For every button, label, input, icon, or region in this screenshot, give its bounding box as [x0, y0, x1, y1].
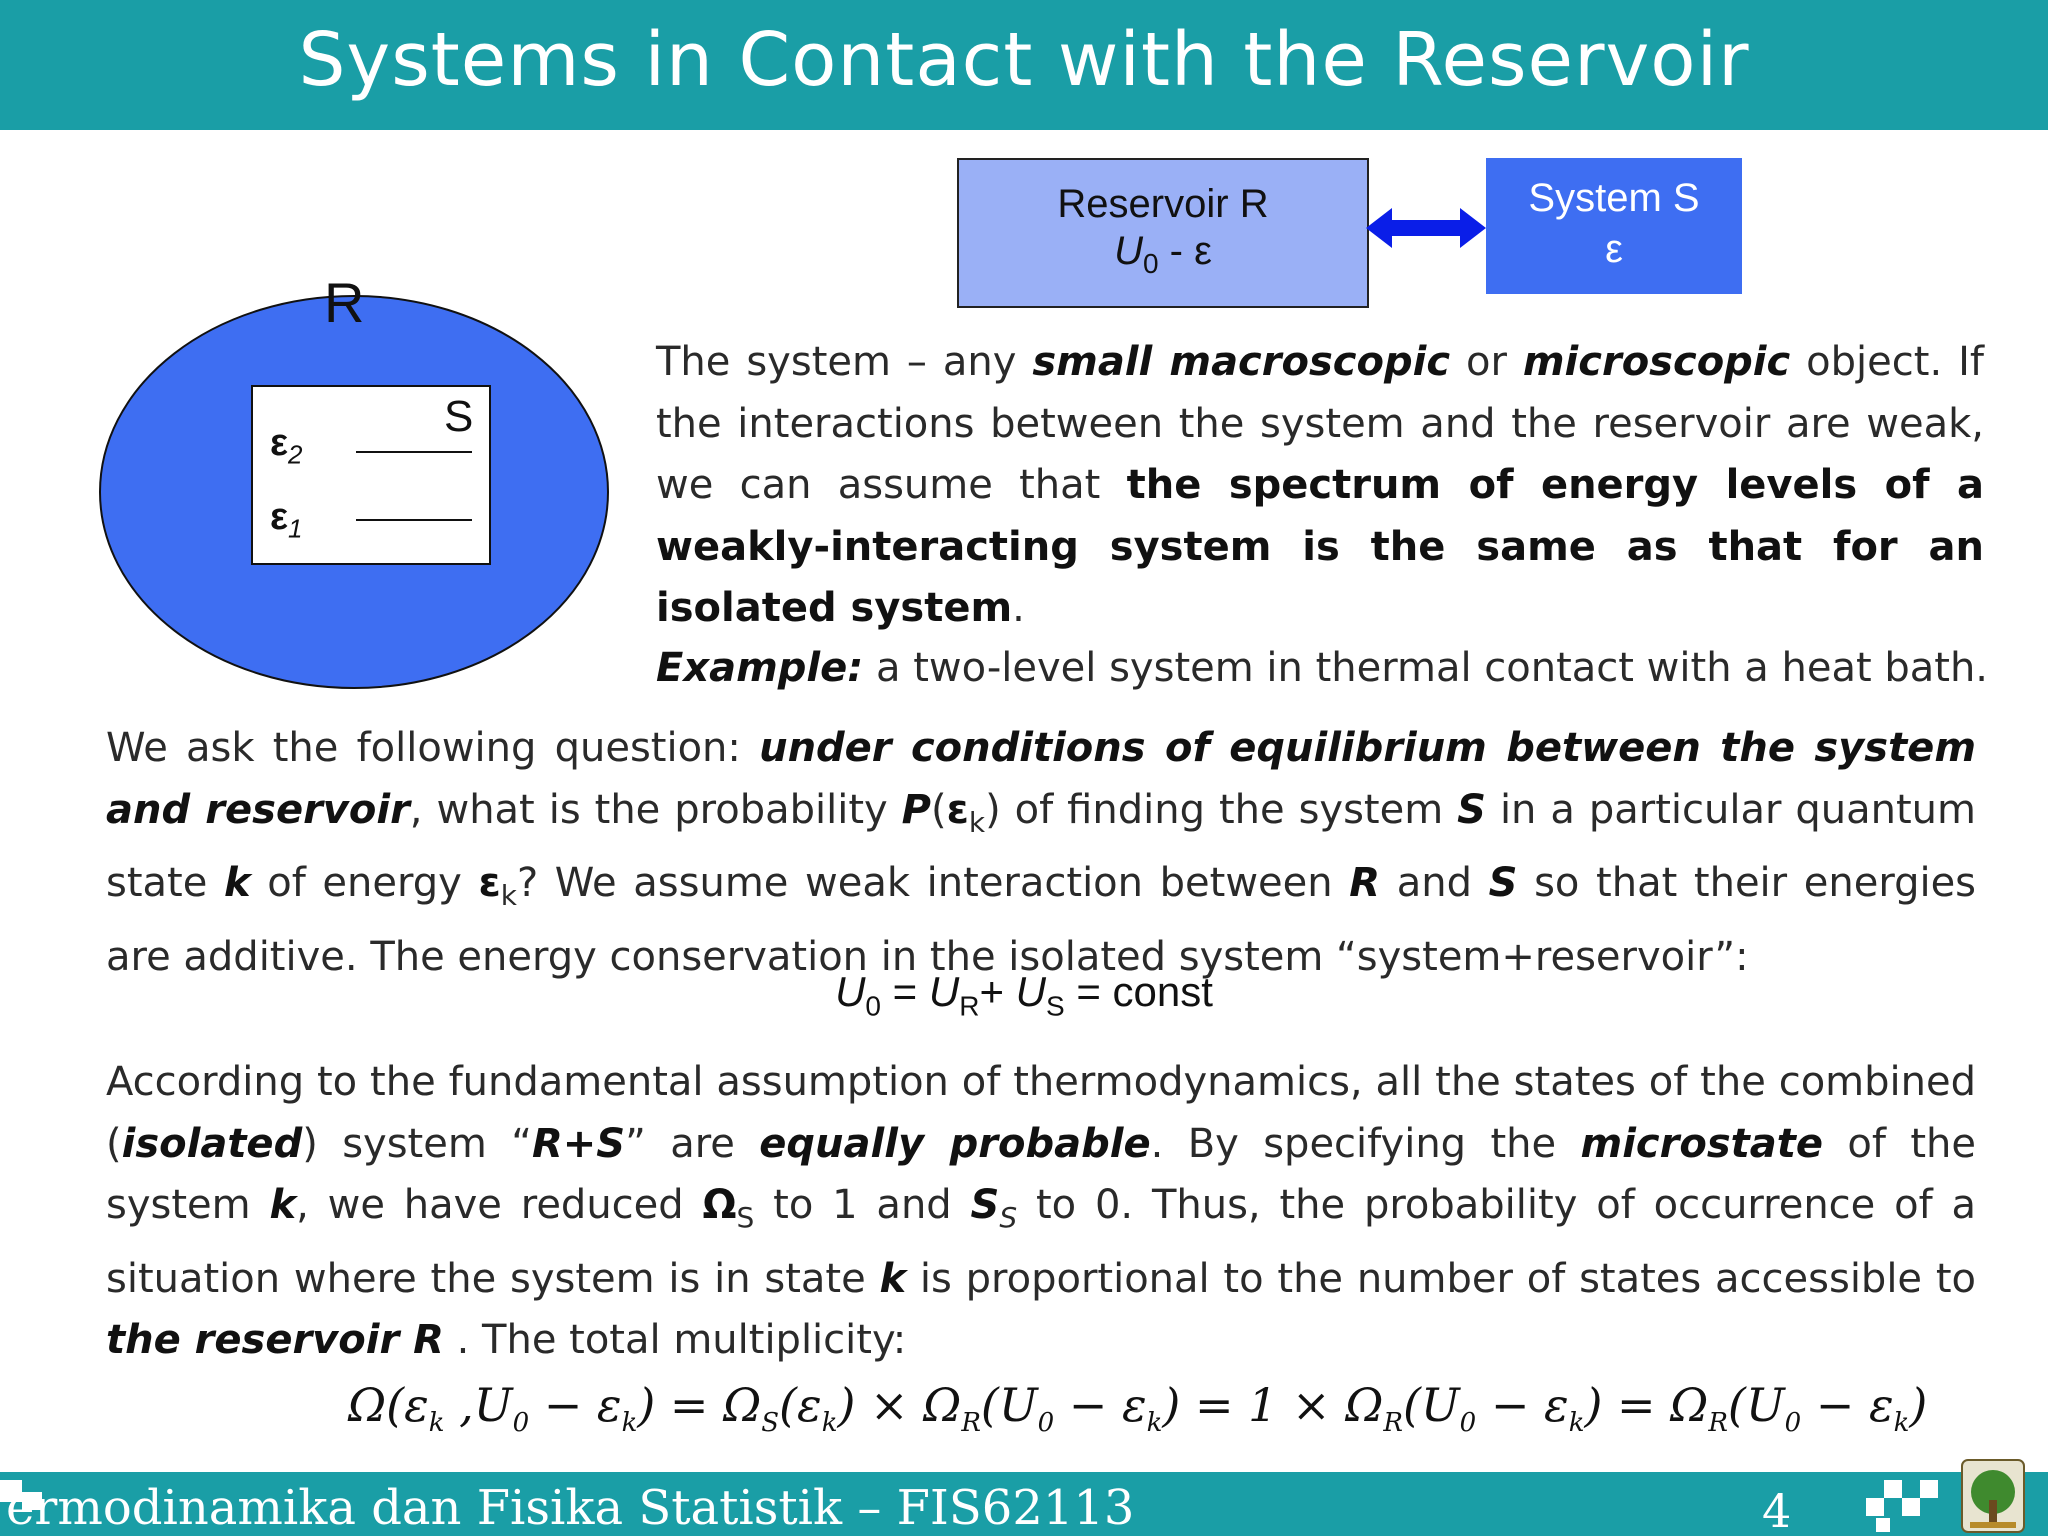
entropy-symbol: S	[970, 1182, 1000, 1228]
footer-square-2	[22, 1492, 42, 1510]
assump-emph-3: equally probable	[759, 1120, 1151, 1167]
intro-text-2: or	[1450, 339, 1523, 385]
example-label: Example:	[656, 645, 864, 691]
energy-level-2: ε2	[270, 422, 303, 471]
eq1-const: = const	[1064, 968, 1213, 1015]
probability-symbol: P	[901, 786, 931, 833]
assump-text-3: ” are	[625, 1120, 760, 1167]
deco-square-e	[1876, 1518, 1890, 1532]
epsilon-symbol-2: ε	[478, 860, 501, 906]
footer-square-1	[0, 1480, 22, 1502]
example-text: a two-level system in thermal contact wi…	[863, 645, 1989, 691]
double-arrow-icon	[1366, 208, 1486, 248]
assump-text-4: . By specifying the	[1150, 1120, 1581, 1167]
eq1-equals: =	[880, 968, 929, 1015]
system-symbol: S	[1457, 786, 1486, 833]
question-text-7: ? We assume weak interaction between	[516, 860, 1350, 906]
system-box-title: System S	[1528, 176, 1700, 220]
question-text-6: of energy	[250, 860, 479, 906]
level2-symbol: ε	[270, 422, 289, 464]
slide-title: Systems in Contact with the Reservoir	[298, 17, 1750, 103]
question-text-1: We ask the following question:	[106, 725, 760, 771]
reservoir-box-energy: U0 - ε	[959, 229, 1367, 280]
reservoir-U-sub: 0	[1142, 248, 1159, 279]
intro-emph-3: the spectrum of energy levels of a weakl…	[656, 462, 1984, 631]
level1-subscript: 1	[288, 513, 303, 544]
epsilon-symbol: ε	[946, 786, 969, 833]
deco-square-c	[1902, 1498, 1920, 1516]
page-number: 4	[1762, 1484, 1792, 1538]
footer-bar	[0, 1472, 2048, 1536]
example-line: Example: a two-level system in thermal c…	[656, 638, 1996, 700]
system-label: S	[444, 392, 474, 441]
question-paragraph: We ask the following question: under con…	[106, 718, 1976, 988]
reservoir-box-title: Reservoir R	[1057, 182, 1269, 226]
level1-symbol: ε	[270, 496, 289, 538]
k-subscript: k	[968, 805, 986, 839]
assump-text-2: ) system “	[302, 1120, 532, 1167]
question-emph-1: under conditions of equilibrium between …	[106, 725, 1976, 833]
deco-square-a	[1866, 1498, 1884, 1516]
omega-symbol: Ω	[702, 1182, 737, 1228]
reservoir-diagram	[99, 295, 609, 689]
eq1-sub-S: S	[1045, 990, 1065, 1022]
intro-text-3: object. If the interactions between the …	[656, 339, 1984, 508]
k-subscript-2: k	[500, 879, 517, 912]
assump-text-6: , we have reduced	[296, 1182, 703, 1228]
question-text-4: ) of finding the system	[985, 786, 1458, 833]
deco-square-d	[1920, 1480, 1938, 1498]
eq1-sub-R: R	[959, 990, 980, 1022]
eq1-US: U	[1015, 968, 1046, 1015]
title-bar: Systems in Contact with the Reservoir	[0, 0, 2048, 130]
assump-emph-4: microstate	[1580, 1120, 1823, 1167]
question-text-2: , what is the probability	[409, 786, 902, 833]
course-name: ermodinamika dan Fisika Statistik – FIS6…	[6, 1480, 1135, 1536]
assump-text-7: to 1 and	[754, 1182, 971, 1228]
reservoir-symbol: R	[1349, 860, 1381, 906]
intro-paragraph: The system – any small macroscopic or mi…	[656, 332, 1984, 640]
eq1-sub-0: 0	[865, 990, 881, 1022]
question-text-5: in a particular quantum state	[106, 786, 1976, 907]
university-logo-icon	[1961, 1459, 2025, 1533]
question-text-9: so that their energies are additive. The…	[106, 860, 1977, 980]
assump-emph-1: isolated	[121, 1120, 303, 1167]
assump-emph-6: k	[879, 1255, 907, 1302]
eq1-U0: U	[835, 968, 866, 1015]
intro-text-4: .	[1012, 585, 1025, 631]
assump-text-1: According to the fundamental assumption …	[106, 1059, 1976, 1167]
reservoir-label: R	[324, 271, 365, 334]
level2-subscript: 2	[288, 439, 303, 470]
reservoir-U: U	[1114, 229, 1143, 273]
deco-square-b	[1884, 1480, 1902, 1498]
system-box: System S ε	[1486, 158, 1742, 294]
assump-emph-7: the reservoir R	[106, 1317, 444, 1363]
assump-emph-5: k	[269, 1182, 297, 1228]
assump-text-9: is proportional to the number of states …	[906, 1255, 1976, 1302]
system-symbol-2: S	[1488, 860, 1518, 906]
assump-emph-2: R+S	[531, 1120, 626, 1167]
energy-level-1: ε1	[270, 496, 303, 545]
intro-emph-1: small macroscopic	[1032, 339, 1451, 385]
assump-text-8: to 0. Thus, the probability of occurrenc…	[106, 1182, 1977, 1302]
eq1-UR: U	[928, 968, 960, 1015]
question-paren: (	[930, 786, 947, 833]
eq1-plus: +	[979, 968, 1016, 1015]
state-k: k	[223, 860, 251, 906]
omega-sub: S	[736, 1201, 755, 1234]
reservoir-energy-rest: - ε	[1158, 229, 1212, 273]
system-box-energy: ε	[1605, 227, 1623, 271]
intro-emph-2: microscopic	[1522, 339, 1791, 385]
assump-text-5: of the system	[106, 1120, 1977, 1229]
entropy-sub: S	[999, 1201, 1018, 1234]
reservoir-box: Reservoir R U0 - ε	[957, 158, 1369, 308]
assump-text-10: . The total multiplicity:	[443, 1317, 907, 1363]
intro-text-1: The system – any	[656, 339, 1033, 385]
question-text-8: and	[1380, 860, 1489, 906]
energy-conservation-equation: U0 = UR+ US = const	[0, 968, 2048, 1022]
multiplicity-equation: Ω(εk ,U0 − εk) = ΩS(εk) × ΩR(U0 − εk) = …	[348, 1378, 1928, 1439]
assumption-paragraph: According to the fundamental assumption …	[106, 1052, 1976, 1372]
